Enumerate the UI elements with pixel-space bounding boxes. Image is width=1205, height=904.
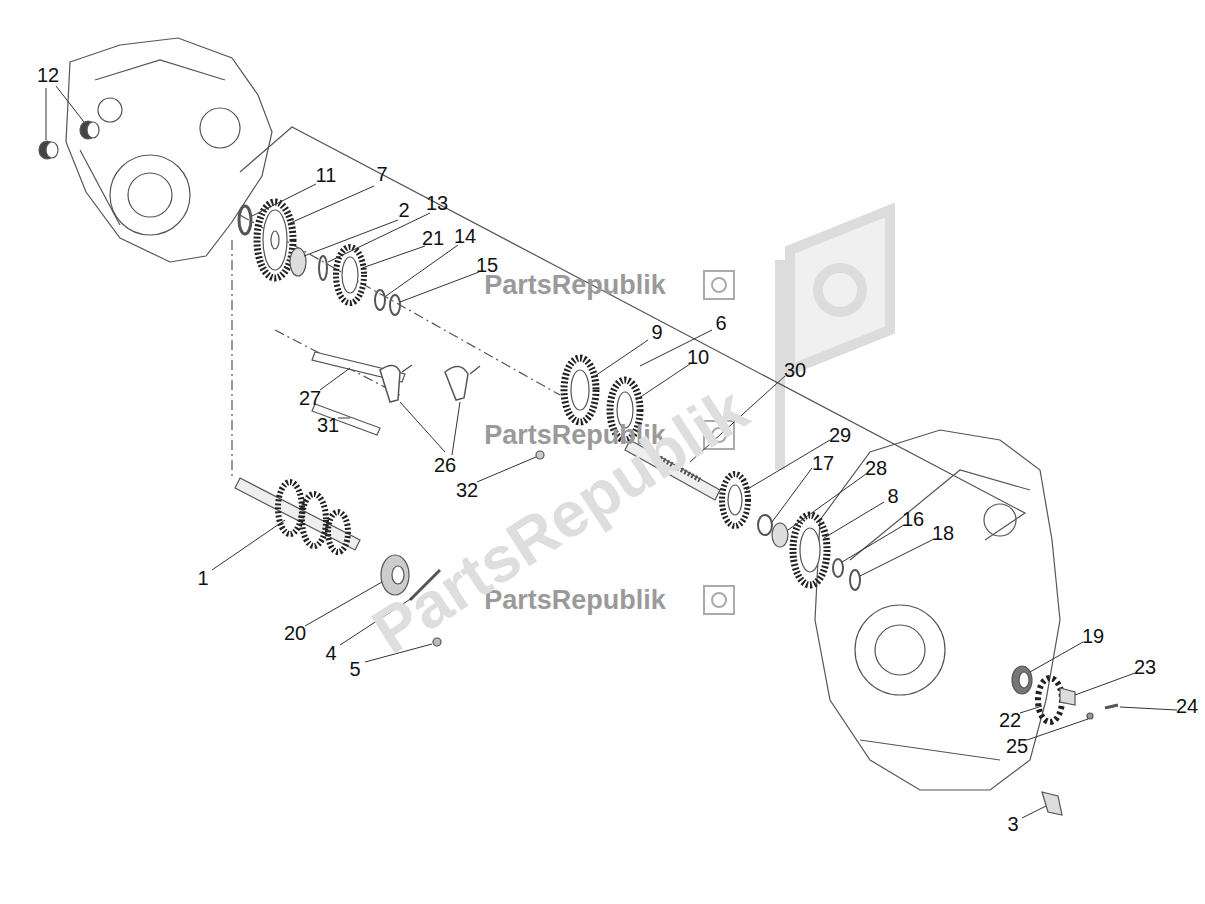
callout-number: 18 [932,523,954,543]
callout-number: 8 [887,486,898,506]
watermark: PartsRepublik [484,272,666,299]
callout-number: 28 [865,458,887,478]
callout-number: 22 [999,710,1021,730]
callout-number: 9 [651,322,662,342]
callout-number: 2 [398,200,409,220]
callout-number: 26 [434,455,456,475]
callout-number: 20 [284,623,306,643]
callout-number: 25 [1006,736,1028,756]
callout-number: 24 [1176,696,1198,716]
watermark: PartsRepublik [362,376,758,664]
callout-number: 5 [349,659,360,679]
callout-number: 11 [316,165,337,185]
callout-number: 17 [812,453,834,473]
leader-lines [46,86,1177,818]
callout-number: 23 [1134,657,1156,677]
callout-number: 10 [687,347,709,367]
callout-number: 21 [422,228,444,248]
callout-number: 13 [426,193,448,213]
callout-number: 16 [902,509,924,529]
callout-number: 12 [37,65,59,85]
callout-number: 31 [317,415,339,435]
callout-number: 27 [299,388,321,408]
callout-number: 6 [715,313,726,333]
callout-number: 7 [376,164,387,184]
callout-number: 19 [1082,626,1104,646]
callout-number: 32 [456,480,478,500]
logo-flag [780,210,890,470]
crankcase-left [66,38,272,262]
watermark: PartsRepublik [484,587,666,614]
callout-number: 3 [1007,814,1018,834]
callout-number: 29 [829,425,851,445]
callout-number: 14 [454,226,476,246]
callout-number: 1 [197,568,208,588]
callout-number: 4 [325,643,336,663]
callout-number: 30 [784,360,806,380]
